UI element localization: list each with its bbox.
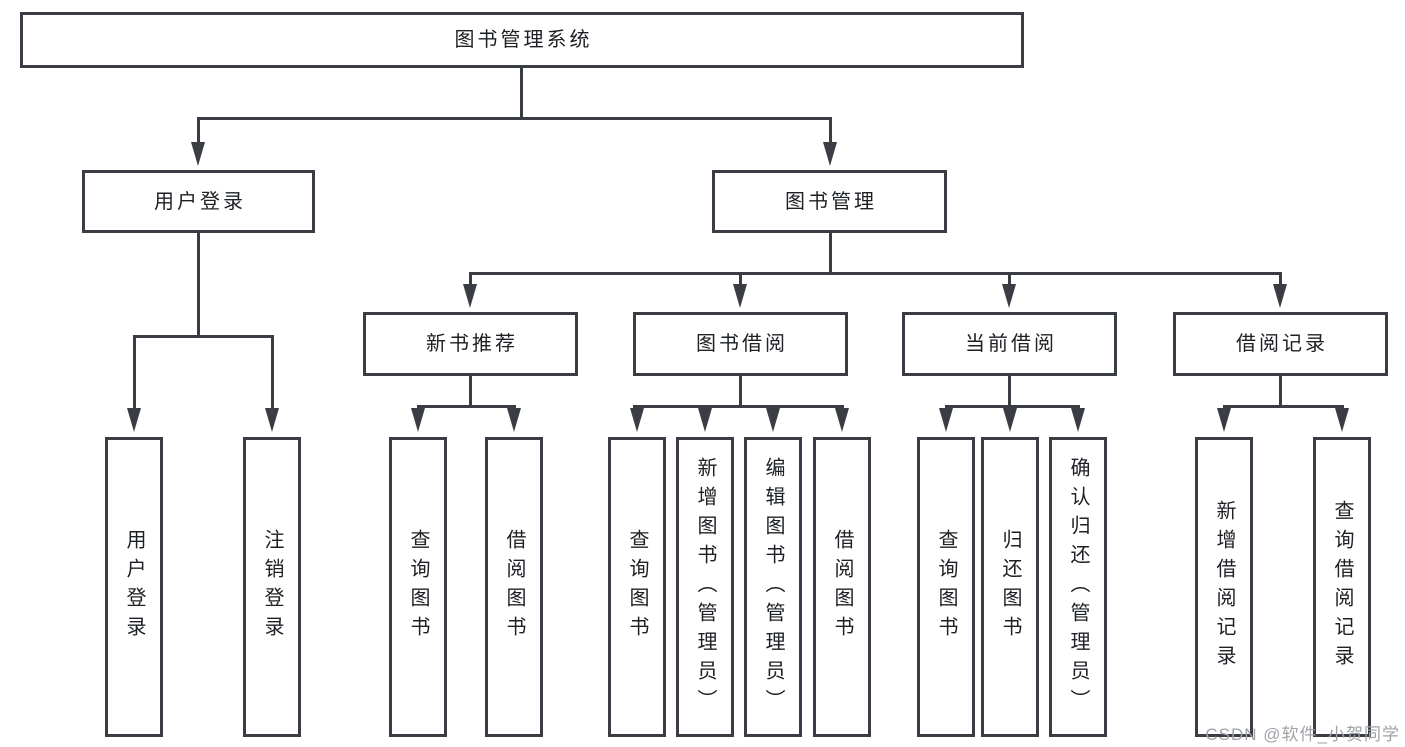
leaf-edit-books-admin: 编辑图书（管理员） bbox=[744, 437, 802, 737]
leaf-query-books-borrowing: 查询图书 bbox=[608, 437, 666, 737]
node-library-management-system: 图书管理系统 bbox=[20, 12, 1024, 68]
leaf-user-login: 用户登录 bbox=[105, 437, 163, 737]
connector-line bbox=[739, 272, 742, 286]
node-label: 借阅记录 bbox=[1236, 333, 1328, 355]
leaf-borrow-books: 借阅图书 bbox=[813, 437, 871, 737]
connector-line bbox=[520, 68, 523, 120]
connector-line bbox=[271, 335, 274, 411]
connector-line bbox=[469, 272, 1282, 275]
connector-line bbox=[829, 233, 832, 274]
connector-line bbox=[197, 233, 200, 337]
node-label: 归还图书 bbox=[999, 529, 1021, 645]
node-label: 新增图书（管理员） bbox=[694, 456, 716, 718]
arrowhead-icon bbox=[630, 408, 644, 432]
arrowhead-icon bbox=[1003, 408, 1017, 432]
arrowhead-icon bbox=[507, 408, 521, 432]
node-label: 用户登录 bbox=[123, 529, 145, 645]
connector-line bbox=[469, 272, 472, 286]
connector-line bbox=[1279, 376, 1282, 408]
leaf-borrow-books-recommend: 借阅图书 bbox=[485, 437, 543, 737]
node-user-login: 用户登录 bbox=[82, 170, 315, 233]
node-label: 编辑图书（管理员） bbox=[762, 456, 784, 718]
arrowhead-icon bbox=[463, 284, 477, 308]
arrowhead-icon bbox=[127, 408, 141, 432]
connector-line bbox=[133, 335, 136, 411]
arrowhead-icon bbox=[1217, 408, 1231, 432]
node-label: 当前借阅 bbox=[965, 333, 1057, 355]
leaf-return-books: 归还图书 bbox=[981, 437, 1039, 737]
leaf-query-borrow-record: 查询借阅记录 bbox=[1313, 437, 1371, 737]
connector-line bbox=[1008, 272, 1011, 286]
node-label: 用户登录 bbox=[154, 190, 246, 213]
node-borrowing-records: 借阅记录 bbox=[1173, 312, 1388, 376]
node-label: 注销登录 bbox=[261, 529, 283, 645]
arrowhead-icon bbox=[1002, 284, 1016, 308]
connector-line bbox=[1223, 405, 1344, 408]
node-current-borrowing: 当前借阅 bbox=[902, 312, 1117, 376]
node-label: 查询借阅记录 bbox=[1331, 500, 1353, 674]
connector-line bbox=[1279, 272, 1282, 286]
node-label: 借阅图书 bbox=[831, 529, 853, 645]
watermark-text: CSDN @软件_小贺同学 bbox=[1205, 725, 1400, 744]
node-label: 新增借阅记录 bbox=[1213, 500, 1235, 674]
connector-line bbox=[633, 405, 844, 408]
leaf-confirm-return-admin: 确认归还（管理员） bbox=[1049, 437, 1107, 737]
node-label: 图书借阅 bbox=[696, 333, 788, 355]
node-label: 新书推荐 bbox=[426, 333, 518, 355]
connector-line bbox=[739, 376, 742, 408]
node-label: 查询图书 bbox=[626, 529, 648, 645]
leaf-add-borrow-record: 新增借阅记录 bbox=[1195, 437, 1253, 737]
arrowhead-icon bbox=[823, 142, 837, 166]
leaf-logout: 注销登录 bbox=[243, 437, 301, 737]
arrowhead-icon bbox=[411, 408, 425, 432]
arrowhead-icon bbox=[1273, 284, 1287, 308]
connector-line bbox=[197, 117, 200, 145]
node-book-borrowing: 图书借阅 bbox=[633, 312, 848, 376]
node-label: 查询图书 bbox=[407, 529, 429, 645]
node-label: 图书管理 bbox=[785, 190, 877, 213]
node-label: 查询图书 bbox=[935, 529, 957, 645]
node-label: 借阅图书 bbox=[503, 529, 525, 645]
leaf-query-books-recommend: 查询图书 bbox=[389, 437, 447, 737]
arrowhead-icon bbox=[835, 408, 849, 432]
arrowhead-icon bbox=[698, 408, 712, 432]
node-label: 确认归还（管理员） bbox=[1067, 456, 1089, 718]
connector-line bbox=[417, 405, 516, 408]
leaf-add-books-admin: 新增图书（管理员） bbox=[676, 437, 734, 737]
arrowhead-icon bbox=[733, 284, 747, 308]
connector-line bbox=[829, 117, 832, 145]
arrowhead-icon bbox=[766, 408, 780, 432]
arrowhead-icon bbox=[1335, 408, 1349, 432]
arrowhead-icon bbox=[191, 142, 205, 166]
connector-line bbox=[469, 376, 472, 408]
connector-line bbox=[1008, 376, 1011, 408]
node-book-management: 图书管理 bbox=[712, 170, 947, 233]
arrowhead-icon bbox=[265, 408, 279, 432]
node-new-book-recommendation: 新书推荐 bbox=[363, 312, 578, 376]
arrowhead-icon bbox=[1071, 408, 1085, 432]
node-label: 图书管理系统 bbox=[454, 29, 593, 51]
connector-line bbox=[133, 335, 274, 338]
connector-line bbox=[945, 405, 1080, 408]
arrowhead-icon bbox=[939, 408, 953, 432]
leaf-query-books-current: 查询图书 bbox=[917, 437, 975, 737]
connector-line bbox=[197, 117, 831, 120]
